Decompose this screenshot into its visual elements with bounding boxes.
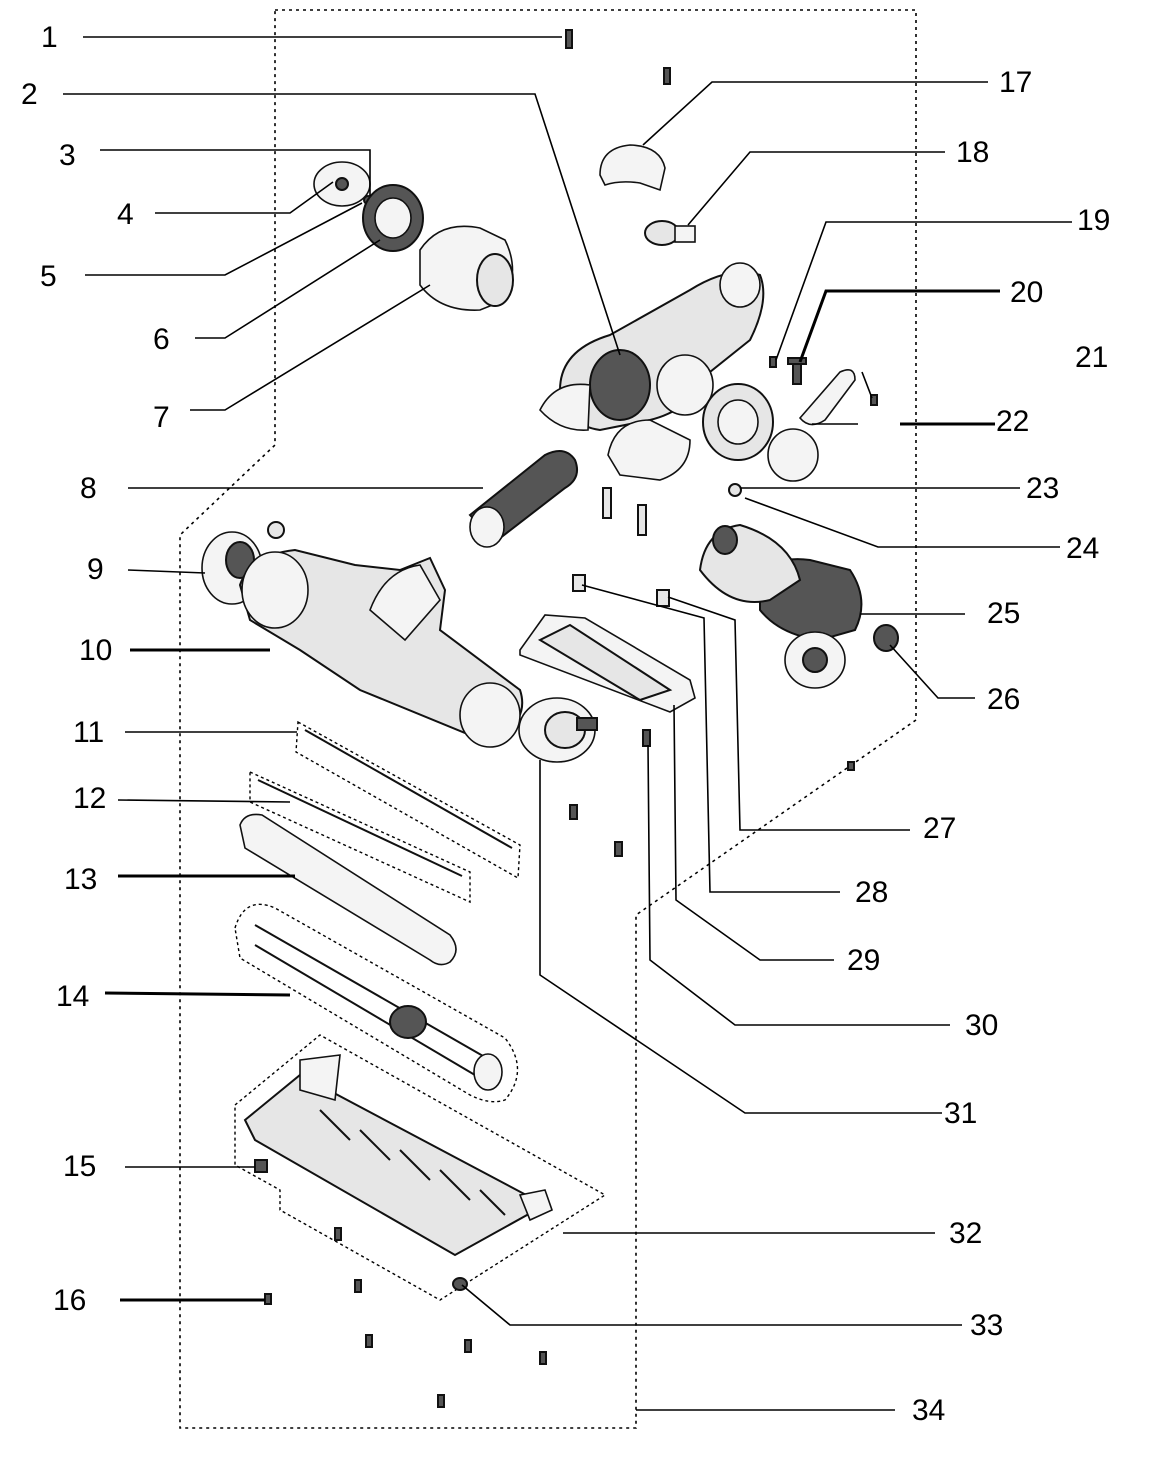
callout-24: 24 [1066,532,1099,565]
part-1-screw [565,29,573,49]
part-23-washer [728,483,742,497]
callout-33: 33 [970,1309,1003,1342]
part-screw-a [569,804,578,820]
part-21-screw [870,394,878,406]
callout-22: 22 [996,405,1029,438]
part-28-clip [572,574,586,592]
callout-6: 6 [153,323,170,356]
part-26-nut [873,624,899,652]
callout-32: 32 [949,1217,982,1250]
callout-30: 30 [965,1009,998,1042]
part-14-brushroll [234,903,519,1103]
callout-4: 4 [117,198,134,231]
callout-19: 19 [1077,204,1110,237]
part-18-clip [644,220,696,246]
callout-15: 15 [63,1150,96,1183]
part-10-housing [238,548,524,748]
callout-21: 21 [1075,341,1108,374]
callout-23: 23 [1026,472,1059,505]
callout-9: 9 [87,553,104,586]
part-side-disc [702,383,819,482]
callout-3: 3 [59,139,76,172]
part-15-clip [254,1159,268,1173]
callout-13: 13 [64,863,97,896]
callout-17: 17 [999,66,1032,99]
part-13-brushbar [239,813,457,966]
part-6-hub [362,184,424,252]
callout-34: 34 [912,1394,945,1427]
callout-8: 8 [80,472,97,505]
part-pin-b [637,504,647,536]
callout-27: 27 [923,812,956,845]
part-2-main-body [539,262,765,481]
part-29-plate [519,614,696,713]
part-8-hose [468,450,578,548]
part-31-sidecap [518,697,598,763]
callout-31: 31 [944,1097,977,1130]
callout-labels: 1 2 3 4 5 6 7 8 9 10 11 12 13 14 15 16 1… [21,21,1110,1427]
part-17-cover [599,67,671,192]
callout-11: 11 [73,716,104,749]
part-12-strip [249,770,471,904]
part-11-strip [295,720,521,880]
callout-28: 28 [855,876,888,909]
callout-25: 25 [987,597,1020,630]
callout-29: 29 [847,944,880,977]
part-25-motor [698,523,863,689]
leader-lines [63,36,1072,1411]
part-30-screw [642,729,651,747]
callout-10: 10 [79,634,112,667]
callout-18: 18 [956,136,989,169]
callout-14: 14 [56,980,89,1013]
part-screw-c [847,761,855,771]
part-16-screws [264,1227,547,1408]
part-20-screw [787,357,807,385]
part-pin-a [602,487,612,519]
callout-2: 2 [21,78,38,111]
callout-1: 1 [41,21,58,54]
part-22-latch [798,369,856,426]
assembly-boundary [179,9,917,1429]
callout-20: 20 [1010,276,1043,309]
part-4-cap [313,161,371,207]
part-7-wheel [419,225,514,311]
callout-7: 7 [153,401,170,434]
part-screw-b [614,841,623,857]
part-27-clip [656,589,670,607]
callout-5: 5 [40,260,57,293]
callout-16: 16 [53,1284,86,1317]
callout-26: 26 [987,683,1020,716]
part-32-soleplate [234,1034,607,1301]
parts-layer [201,29,899,1408]
part-19-screw [769,356,777,368]
callout-12: 12 [73,782,106,815]
